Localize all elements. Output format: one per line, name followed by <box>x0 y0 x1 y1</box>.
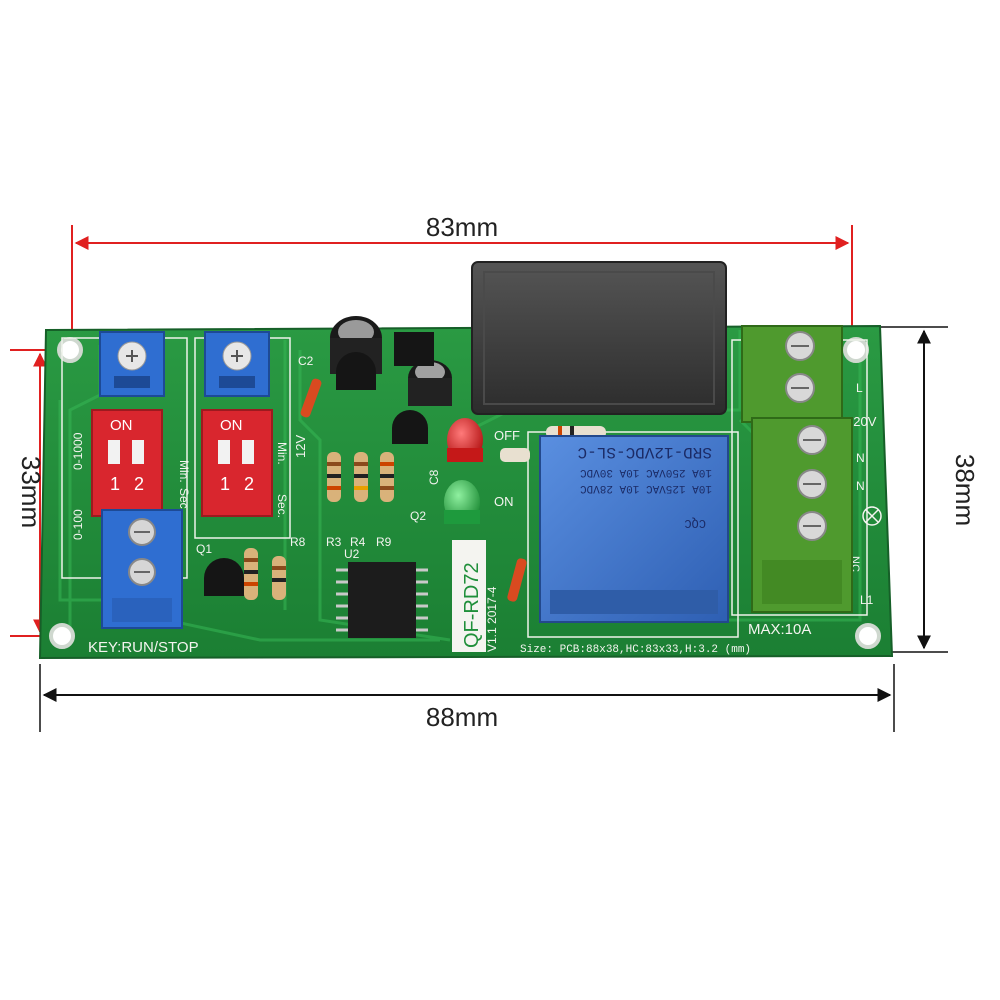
r8-label: R8 <box>290 535 306 549</box>
power-terminal-block[interactable] <box>741 325 843 423</box>
v12-label: 12V <box>293 435 308 458</box>
relay-model: SRD-12VDC-SL-C <box>578 443 712 461</box>
n-label-2: N <box>856 479 865 493</box>
transistor-1 <box>336 352 376 390</box>
voltage-label: 220V <box>846 414 877 429</box>
q1-label: Q1 <box>196 542 212 556</box>
sec-label-right: Sec. <box>275 494 289 518</box>
r3-label: R3 <box>326 535 342 549</box>
l1-label: L1 <box>860 593 874 607</box>
model-badge: QF-RD72 <box>452 540 486 652</box>
key-terminal-block[interactable] <box>101 509 183 629</box>
relay-rating-2: 10A 125VAC 10A 28VDC <box>580 482 712 494</box>
transistor-q1 <box>204 558 244 596</box>
left-height-label: 33mm <box>16 456 46 528</box>
c2-label: C2 <box>298 354 314 368</box>
off-label: OFF <box>494 428 520 443</box>
dimension-right: 38mm <box>880 326 980 653</box>
mount-hole-top-left <box>57 337 83 363</box>
silkscreen-text: 0-1000 0-100 Min. Sec. Min. Sec. 12V C2 … <box>71 354 877 656</box>
sec-label-left: Sec. <box>177 488 191 512</box>
led-red <box>447 418 483 462</box>
top-width-label: 83mm <box>426 212 498 242</box>
n-label-1: N <box>856 451 865 465</box>
dimension-top: 83mm <box>71 212 853 345</box>
r4-label: R4 <box>350 535 366 549</box>
load-terminal-block[interactable] <box>751 417 853 613</box>
mount-hole-top-right <box>843 337 869 363</box>
dip-1-left: 1 <box>110 474 120 494</box>
dip-on-right: ON <box>220 417 243 434</box>
ic-u2 <box>336 562 428 638</box>
range-0-100-left: 0-100 <box>71 509 85 540</box>
voltage-regulator <box>394 332 434 366</box>
mount-hole-bottom-left <box>49 623 75 649</box>
dip-2-left: 2 <box>134 474 144 494</box>
dimension-bottom: 88mm <box>39 664 895 732</box>
u2-label: U2 <box>344 547 360 561</box>
size-note-label: Size: PCB:88x38,HC:83x33,H:3.2 (mm) <box>520 644 751 656</box>
resistors <box>244 426 606 600</box>
relay-brand: CQC <box>684 516 706 530</box>
on-label: ON <box>494 494 514 509</box>
dip-1-right: 1 <box>220 474 230 494</box>
model-label: QF-RD72 <box>461 562 483 648</box>
relay: SRD-12VDC-SL-C 10A 250VAC 10A 30VDC 10A … <box>539 435 729 623</box>
mount-hole-bottom-right <box>855 623 881 649</box>
min-label-left: Min. <box>177 460 191 483</box>
led-green <box>444 480 480 524</box>
potentiometer-right[interactable] <box>204 331 270 397</box>
q2-label: Q2 <box>410 509 426 523</box>
l-label: L <box>856 381 863 395</box>
c8-label: C8 <box>427 469 441 485</box>
capacitor-small <box>408 360 452 406</box>
transistor-2 <box>392 410 428 444</box>
min-label-right: Min. <box>275 442 289 465</box>
dip-switch-left[interactable]: ON 1 2 <box>91 409 163 517</box>
dip-2-right: 2 <box>244 474 254 494</box>
relay-rating-1: 10A 250VAC 10A 30VDC <box>580 466 712 478</box>
lamp-icon <box>862 506 882 526</box>
dip-on-left: ON <box>110 417 133 434</box>
dip-switch-right[interactable]: ON 1 2 <box>201 409 273 517</box>
potentiometer-left[interactable] <box>99 331 165 397</box>
r9-label: R9 <box>376 535 392 549</box>
transformer-box <box>471 261 727 415</box>
range-0-1000-left: 0-1000 <box>71 432 85 470</box>
key-run-stop-label: KEY:RUN/STOP <box>88 639 199 656</box>
right-height-label: 38mm <box>950 454 980 526</box>
max-current-label: MAX:10A <box>748 621 811 638</box>
diodes <box>300 378 530 602</box>
bottom-width-label: 88mm <box>426 702 498 732</box>
version-label: V1.1 2017-4 <box>485 586 499 652</box>
